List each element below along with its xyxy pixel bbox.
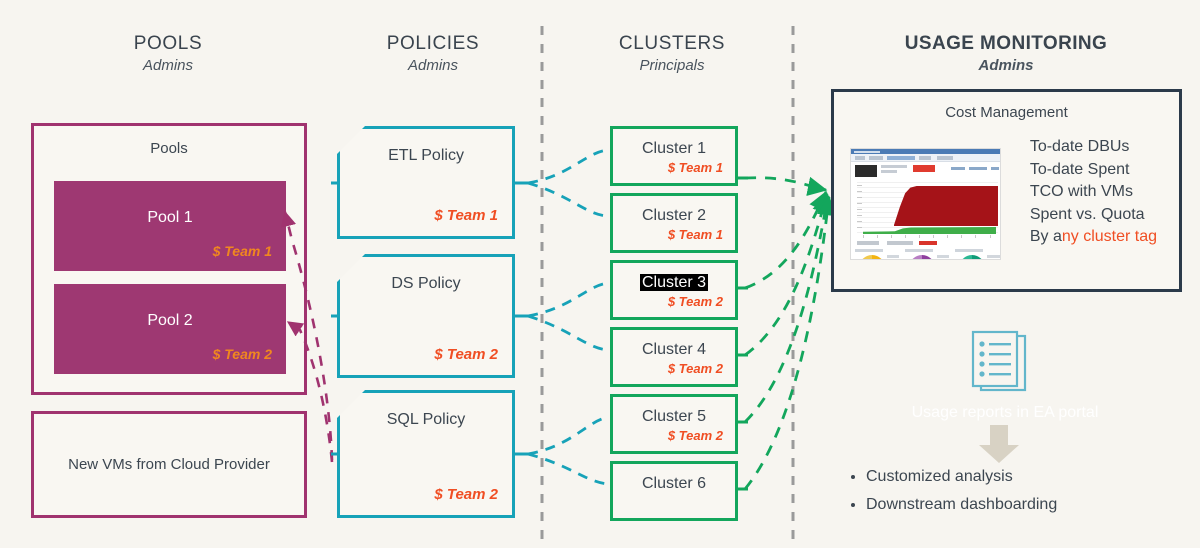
column-title: POOLS [133, 33, 203, 54]
column-title: CLUSTERS [618, 33, 726, 54]
dashboard-kpi-line [881, 165, 907, 168]
pool-team-tag: $ Team 1 [212, 243, 272, 259]
donut-legend [987, 255, 1000, 259]
dashboard-kpi-block [855, 165, 877, 177]
cluster-card-6[interactable]: Cluster 6 [610, 461, 738, 521]
policy-team-tag: $ Team 1 [434, 207, 498, 224]
cluster-name: Cluster 4 [641, 341, 707, 358]
cluster-team-tag: $ Team 1 [667, 160, 723, 175]
donut-card-1 [855, 249, 901, 259]
cluster-name-selected: Cluster 3 [639, 274, 709, 291]
policy-name: ETL Policy [388, 147, 464, 164]
pool-card-1[interactable]: Pool 1 $ Team 1 [54, 181, 286, 271]
metric-item: Spent vs. Quota [1029, 205, 1145, 223]
cluster-team-tag: $ Team 2 [667, 294, 723, 309]
outcome-item: Customized analysis [866, 463, 1170, 491]
cluster-team-tag: $ Team 2 [667, 361, 723, 376]
donut-legend [937, 255, 949, 259]
donut-chart-amber [859, 255, 885, 259]
column-header-policies: POLICIES Admins [313, 32, 553, 76]
column-subtitle: Admins [142, 57, 194, 74]
policy-team-tag: $ Team 2 [434, 486, 498, 503]
cluster-card-1[interactable]: Cluster 1 $ Team 1 [610, 126, 738, 186]
cluster-team-tag: $ Team 2 [667, 428, 723, 443]
chart-series-green [863, 226, 996, 234]
dashboard-link [991, 167, 999, 170]
dashboard-kpi-alert [913, 165, 935, 172]
column-header-pools: POOLS Admins [48, 32, 288, 76]
pools-group: Pools Pool 1 $ Team 1 Pool 2 $ Team 2 [31, 123, 307, 395]
cost-metrics-list: To-date DBUs To-date Spent TCO with VMs … [1030, 136, 1157, 249]
dashboard-link [951, 167, 965, 170]
policy-card-etl[interactable]: ETL Policy $ Team 1 [337, 126, 515, 239]
dashboard-donut-row [855, 249, 1000, 259]
donut-card-3 [955, 249, 1000, 259]
pool-team-tag: $ Team 2 [212, 346, 272, 362]
metric-highlight: ny cluster tag [1061, 228, 1157, 245]
cluster-name: Cluster 5 [641, 408, 707, 425]
policy-card-sql[interactable]: SQL Policy $ Team 2 [337, 390, 515, 518]
donut-chart-purple [909, 255, 935, 259]
column-title: POLICIES [386, 33, 480, 54]
policy-name: DS Policy [391, 275, 461, 292]
chart-series-red [893, 186, 998, 226]
dashboard-kpi-line [881, 170, 897, 173]
down-arrow-icon [979, 425, 1019, 463]
new-vms-box[interactable]: New VMs from Cloud Provider [31, 411, 307, 518]
pool-name: Pool 1 [147, 209, 193, 226]
metric-item-cluster-tag: By any cluster tag [1030, 226, 1157, 249]
cluster-card-4[interactable]: Cluster 4 $ Team 2 [610, 327, 738, 387]
cluster-card-3[interactable]: Cluster 3 $ Team 2 [610, 260, 738, 320]
column-subtitle: Principals [639, 57, 705, 74]
column-header-clusters: CLUSTERS Principals [552, 32, 792, 76]
pool-card-2[interactable]: Pool 2 $ Team 2 [54, 284, 286, 374]
new-vms-label: New VMs from Cloud Provider [68, 456, 270, 473]
donut-legend [887, 255, 899, 259]
cluster-name: Cluster 3 [613, 274, 735, 292]
outcomes-list: Customized analysis Downstream dashboard… [840, 463, 1170, 519]
cluster-card-5[interactable]: Cluster 5 $ Team 2 [610, 394, 738, 454]
usage-reports-caption: Usage reports in EA portal [911, 404, 1099, 421]
cost-management-title: Cost Management [945, 104, 1068, 121]
pool-name: Pool 2 [147, 312, 193, 329]
dashboard-link [969, 167, 987, 170]
cluster-team-tag: $ Team 1 [667, 227, 723, 242]
pools-group-label: Pools [150, 140, 188, 157]
dashboard-x-axis [857, 235, 998, 239]
policy-team-tag: $ Team 2 [434, 346, 498, 363]
cost-management-panel[interactable]: Cost Management [831, 89, 1182, 292]
metric-item: TCO with VMs [1029, 183, 1133, 200]
outcome-item: Downstream dashboarding [866, 491, 1170, 519]
donut-card-2 [905, 249, 951, 259]
column-subtitle: Admins [978, 57, 1034, 74]
column-subtitle: Admins [407, 57, 459, 74]
dashboard-area-chart [857, 182, 998, 234]
documents-stack-icon [971, 330, 1027, 392]
policy-name: SQL Policy [386, 411, 466, 428]
dashboard-titlebar [851, 149, 1000, 154]
cluster-card-2[interactable]: Cluster 2 $ Team 1 [610, 193, 738, 253]
dashboard-toolbar [851, 154, 1000, 162]
metric-prefix: By a [1029, 228, 1062, 245]
cluster-name: Cluster 1 [641, 140, 707, 157]
cluster-name: Cluster 2 [641, 207, 707, 224]
policy-card-ds[interactable]: DS Policy $ Team 2 [337, 254, 515, 378]
metric-item: To-date DBUs [1029, 138, 1130, 155]
donut-chart-teal [959, 255, 985, 259]
column-header-usage-monitoring: USAGE MONITORING Admins [886, 32, 1126, 76]
cluster-name: Cluster 6 [641, 475, 707, 492]
column-title: USAGE MONITORING [904, 33, 1108, 54]
metric-item: To-date Spent [1029, 160, 1130, 178]
dashboard-thumbnail[interactable] [850, 148, 1001, 260]
